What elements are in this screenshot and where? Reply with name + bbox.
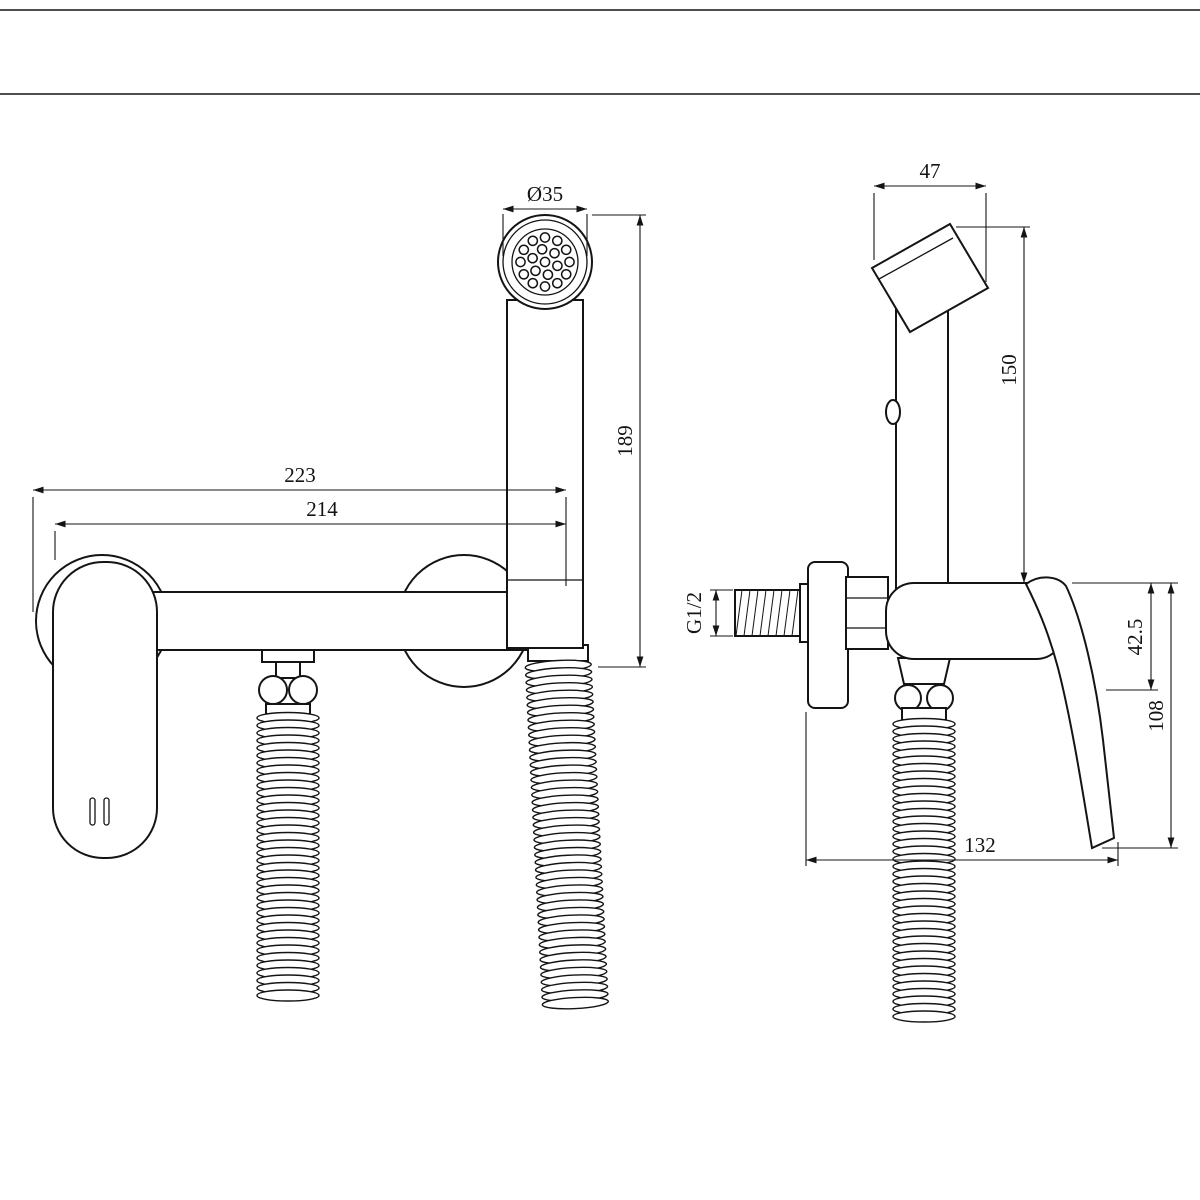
sprayer-body-side (895, 307, 949, 593)
dim-width-132: 132 (805, 712, 1119, 866)
wall-escutcheon-side (807, 561, 849, 709)
connection-nut (845, 576, 889, 650)
bracket-stem (896, 657, 952, 685)
sprayer-head-side (870, 222, 990, 334)
sprayer-head-rim (502, 219, 588, 305)
dim-label-width-214: 214 (306, 497, 338, 521)
dim-height-150: 150 (956, 226, 1030, 583)
shower-hose-side (892, 717, 956, 1023)
dim-width-223: 223 (32, 463, 567, 612)
front-view: Ø35 223 214 189 (32, 182, 646, 1010)
dim-label-diameter-35: Ø35 (527, 182, 563, 206)
dim-thread-g12: G1/2 (682, 589, 733, 637)
dim-label-width-132: 132 (964, 833, 996, 857)
bracket-plate (261, 649, 315, 663)
bracket-stem (275, 661, 301, 679)
dim-diameter-35: Ø35 (502, 182, 588, 256)
dim-label-height-42-5: 42.5 (1123, 619, 1147, 656)
dim-height-108: 108 (1102, 583, 1178, 849)
dim-height-189: 189 (592, 214, 646, 668)
supply-hose-front (256, 711, 320, 1002)
sheet-frame (0, 9, 1200, 95)
head-face-line (878, 237, 954, 280)
handle-slot-left (89, 797, 96, 826)
hose-bracket-side (894, 657, 954, 721)
bracket-nut-left (258, 675, 288, 705)
dim-label-height-150: 150 (997, 354, 1021, 386)
dim-width-214: 214 (54, 497, 566, 560)
side-view: 47 150 G1/2 42.5 108 (682, 159, 1178, 1023)
dim-label-depth-47: 47 (920, 159, 941, 183)
dim-depth-47: 47 (873, 159, 987, 282)
dim-label-thread: G1/2 (682, 592, 706, 634)
mixer-handle-front (52, 561, 158, 859)
mixer-lever-side (1024, 576, 1116, 850)
dim-height-42-5: 42.5 (1072, 582, 1178, 691)
sprayer-button (885, 399, 901, 425)
dim-label-height-108: 108 (1144, 700, 1168, 732)
sprayer-face (511, 228, 579, 296)
hose-bracket-front (258, 649, 318, 715)
dim-label-width-223: 223 (284, 463, 316, 487)
thread-hatch (736, 591, 802, 635)
sprayer-hose-front (524, 659, 609, 1010)
sprayer-body-front (506, 299, 584, 649)
dim-label-height-189: 189 (613, 425, 637, 457)
spray-nozzles (515, 232, 575, 292)
handle-slot-right (103, 797, 110, 826)
bracket-nut-right (288, 675, 318, 705)
